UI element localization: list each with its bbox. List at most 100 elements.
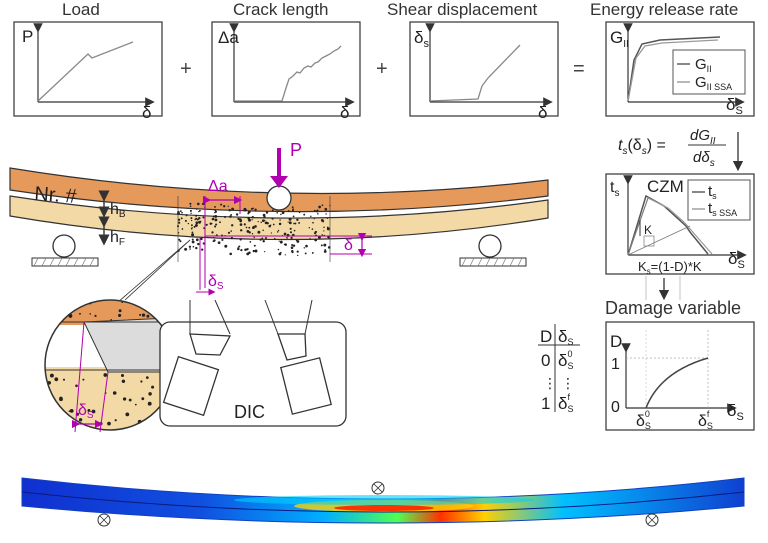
speckle-dot <box>296 218 299 221</box>
speckle-dot <box>197 202 200 206</box>
speckle-dot <box>291 249 294 253</box>
damage-title: Damage variable <box>605 298 742 318</box>
speckle-dot <box>177 211 180 215</box>
speckle-dot <box>199 209 201 212</box>
g-ii-curve <box>627 36 721 102</box>
speckle-dot <box>235 213 239 216</box>
speckle-dot <box>284 243 287 246</box>
czm-y-label: ts <box>610 179 619 199</box>
speckle-dot <box>229 215 232 218</box>
speckle-dot <box>292 209 294 212</box>
speckle-dot <box>248 218 251 222</box>
camera-right <box>280 357 332 415</box>
speckle-dot <box>75 384 78 388</box>
damage-x-label: δS <box>727 401 744 423</box>
speckle-dot <box>70 420 75 425</box>
damage-table: D δS 0 δS0 ⋮ ⋮ 1 δSf <box>538 324 580 414</box>
speckle-dot <box>214 225 217 228</box>
speckle-dot <box>223 205 226 208</box>
speckle-dot <box>188 245 192 248</box>
speckle-dot <box>248 251 251 255</box>
speckle-dot <box>231 207 234 211</box>
beam-specimen: P Nr. # hB hF Δa δ δS <box>9 140 549 296</box>
speckle-dot <box>314 238 318 242</box>
speckle-dot <box>312 221 314 224</box>
speckle-dot <box>259 238 262 241</box>
k-label: K <box>644 223 652 237</box>
shear-displacement-title: Shear displacement <box>387 0 538 19</box>
speckle-dot <box>264 250 266 253</box>
speckle-dot <box>240 248 243 252</box>
speckle-dot <box>197 242 200 246</box>
speckle-dot <box>320 219 324 222</box>
speckle-dot <box>257 220 259 223</box>
speckle-dot <box>211 231 214 234</box>
speckle-dot <box>237 217 240 221</box>
speckle-dot <box>262 229 264 232</box>
speckle-dot <box>74 301 77 305</box>
speckle-dot <box>184 219 187 222</box>
speckle-dot <box>224 244 228 248</box>
speckle-dot <box>112 391 117 395</box>
speckle-dot <box>49 373 54 378</box>
speckle-dot <box>239 223 243 226</box>
energy-release-title: Energy release rate <box>590 0 739 19</box>
speckle-dot <box>311 228 314 230</box>
speckle-dot <box>165 302 170 307</box>
speckle-dot <box>190 227 193 230</box>
speckle-dot <box>252 249 256 253</box>
speckle-dot <box>145 376 149 379</box>
speckle-dot <box>190 224 193 227</box>
speckle-dot <box>190 212 192 215</box>
speckle-dot <box>87 409 91 412</box>
speckle-dot <box>248 226 251 229</box>
speckle-dot <box>286 237 288 239</box>
speckle-dot <box>221 238 224 241</box>
speckle-dot <box>324 248 327 251</box>
speckle-dot <box>196 218 199 221</box>
damage-y-label: D <box>610 332 622 351</box>
damage-panel: D 1 0 δS0 δSf δS <box>605 321 755 431</box>
speckle-dot <box>103 373 108 377</box>
camera-left <box>162 355 220 417</box>
speckle-dot <box>91 409 96 414</box>
left-support-roller <box>52 234 76 258</box>
crack-y-label: Δa <box>218 28 239 47</box>
speckle-dot <box>296 250 299 253</box>
speckle-dot <box>262 239 265 243</box>
delta-label: δ <box>344 237 353 254</box>
damage-x-tick-0: δS0 <box>636 409 651 431</box>
speckle-dot <box>289 227 292 230</box>
czm-panel: K ts ts SSA ts CZM δS Ks=(1-D)*K <box>605 173 755 301</box>
speckle-dot <box>327 237 330 239</box>
speckle-dot <box>47 397 50 401</box>
speckle-dot <box>191 226 193 229</box>
speckle-dot <box>215 223 218 226</box>
speckle-dot <box>274 237 276 240</box>
speckle-dot <box>71 300 76 302</box>
speckle-dot <box>125 412 130 417</box>
speckle-dot <box>195 238 199 242</box>
speckle-dot <box>309 237 311 239</box>
speckle-dot <box>231 224 234 227</box>
force-label: P <box>290 140 302 160</box>
speckle-dot <box>304 252 307 255</box>
equals-operator: = <box>573 58 585 80</box>
energy-release-panel: GII GII SSA GII δS <box>605 21 755 117</box>
speckle-dot <box>289 231 293 234</box>
speckle-dot <box>305 244 308 248</box>
speckle-dot <box>114 419 117 422</box>
table-col-d: D <box>540 327 552 346</box>
speckle-dot <box>62 378 66 381</box>
speckle-dot <box>277 229 280 232</box>
speckle-dot <box>250 208 253 210</box>
crack-length-title: Crack length <box>233 0 329 19</box>
speckle-dot <box>220 203 223 206</box>
speckle-dot <box>185 214 188 217</box>
speckle-dot <box>70 305 73 308</box>
speckle-dot <box>280 213 282 216</box>
damage-tick-0: 0 <box>611 399 620 416</box>
speckle-dot <box>192 245 195 248</box>
shear-curve <box>429 44 521 102</box>
